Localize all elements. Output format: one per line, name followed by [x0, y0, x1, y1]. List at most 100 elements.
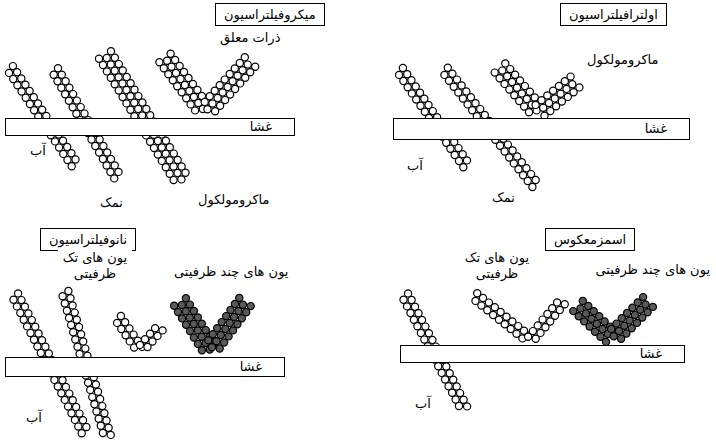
part-label: آب [24, 410, 44, 426]
particle [28, 317, 35, 324]
particle [610, 333, 617, 340]
membrane-label: غشا [250, 119, 272, 134]
part-label: آب [413, 396, 433, 412]
particle [73, 316, 80, 323]
particle [35, 330, 42, 337]
particle [59, 377, 66, 384]
particle [30, 336, 37, 343]
particle [460, 164, 467, 171]
particle [442, 376, 449, 383]
particle [97, 395, 104, 402]
title-box: اسمزمعکوس [545, 228, 635, 251]
part-label: آب [405, 158, 425, 174]
particle [198, 347, 205, 354]
particle [450, 376, 457, 383]
particle [18, 297, 25, 304]
particle [91, 401, 98, 408]
particle [170, 177, 177, 184]
part-label: ماکرومولکول [585, 52, 661, 68]
particle [70, 329, 77, 336]
particle [10, 296, 17, 303]
particle [540, 104, 547, 111]
particle [89, 394, 96, 401]
title-box: نانوفیلتراسیون [40, 228, 136, 251]
particle [136, 341, 143, 348]
particle [13, 303, 20, 310]
particle [27, 330, 34, 337]
particle [414, 323, 421, 330]
title-text: اسمزمعکوس [554, 232, 626, 247]
particle [65, 314, 72, 321]
particle [37, 350, 44, 357]
particle [74, 343, 81, 350]
part-label: یون های تک ظرفیتی [460, 250, 534, 282]
part-label: یون های تک ظرفیتی [58, 250, 132, 282]
particle [94, 388, 101, 395]
particle [20, 316, 27, 323]
particle [105, 424, 112, 431]
particle [67, 295, 74, 302]
particle [73, 403, 80, 410]
part-label: ماکرومولکول [196, 192, 272, 208]
particle [83, 423, 90, 430]
particle [415, 310, 422, 317]
title-box: میکروفیلتراسیون [215, 3, 325, 26]
particle [618, 335, 625, 342]
particle [205, 337, 212, 344]
particle [15, 290, 22, 297]
particle [443, 363, 450, 370]
particle [532, 335, 539, 342]
part-label: نمک [98, 195, 125, 211]
particle [93, 408, 100, 415]
particle [608, 325, 615, 332]
particle [79, 417, 86, 424]
particle [92, 381, 99, 388]
title-text: نانوفیلتراسیون [49, 232, 127, 247]
particle [72, 336, 79, 343]
particle [525, 333, 532, 340]
particle [408, 296, 415, 303]
part-label: یون های چند ظرفیتی [172, 264, 290, 280]
particle [178, 176, 185, 183]
membrane-label: غشا [640, 346, 662, 361]
particle [400, 296, 407, 303]
particle [144, 343, 151, 350]
particle [204, 106, 211, 113]
particle [99, 429, 106, 436]
particle [78, 430, 85, 437]
particle [407, 309, 414, 316]
particle [65, 287, 72, 294]
particle [455, 403, 462, 410]
particle [532, 101, 539, 108]
particle [66, 390, 73, 397]
title-text: اولترافیلتراسیون [569, 7, 658, 22]
particle [99, 403, 106, 410]
particle [82, 345, 89, 352]
particle [32, 323, 39, 330]
particle [208, 344, 215, 351]
particle [68, 163, 75, 170]
membrane-label: غشا [240, 359, 262, 374]
particle [42, 343, 49, 350]
membrane-box: غشا [400, 345, 685, 363]
particle [71, 416, 78, 423]
particle [435, 363, 442, 370]
particle [463, 157, 470, 164]
particle [525, 109, 532, 116]
particle [95, 415, 102, 422]
particle [68, 322, 75, 329]
particle [532, 176, 539, 183]
particle [85, 379, 92, 386]
particle [58, 390, 65, 397]
particle [75, 323, 82, 330]
particle [25, 310, 32, 317]
particle [111, 175, 118, 182]
part-label: ذرات معلق [218, 30, 282, 46]
particle [529, 183, 536, 190]
membrane-box: غشا [5, 118, 295, 136]
particle [216, 345, 223, 352]
particle [421, 336, 428, 343]
particle [61, 300, 68, 307]
particle [75, 423, 82, 430]
particle [182, 169, 189, 176]
